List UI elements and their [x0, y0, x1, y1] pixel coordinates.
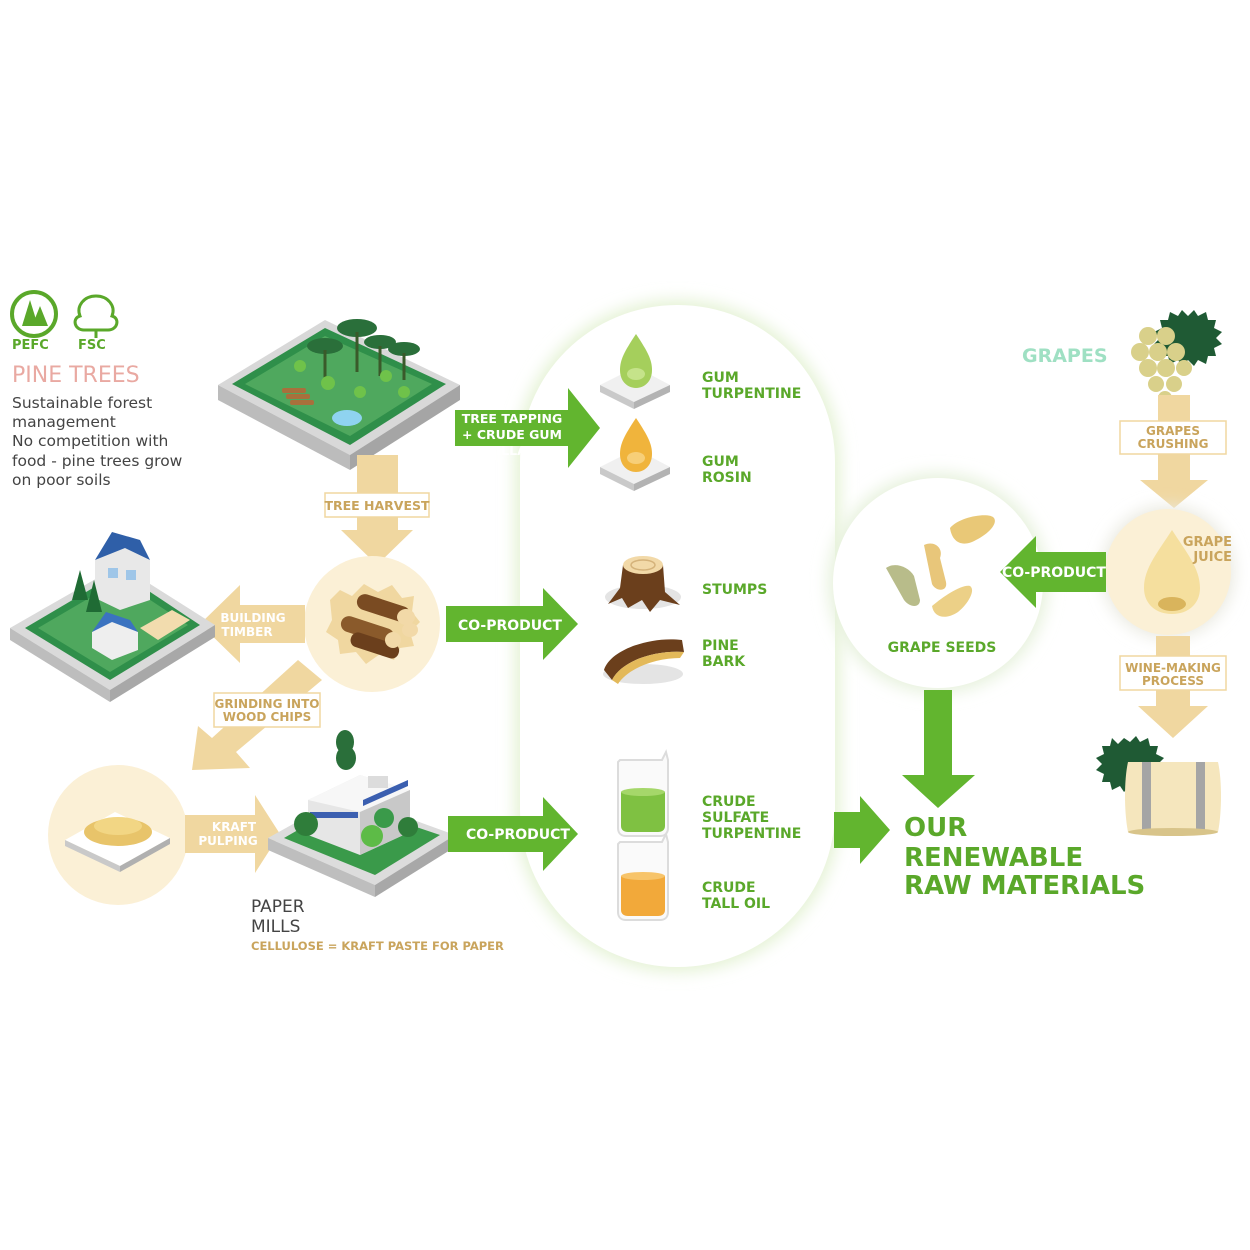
result-2-text: RAW MATERIALS: [904, 871, 1145, 901]
forest-tile-illustration: [218, 319, 460, 470]
pine-desc-line: No competition with: [12, 432, 168, 450]
labels-grinding-1-text: WOOD CHIPS: [223, 710, 312, 724]
tree-harvest-label-box: [324, 492, 430, 518]
labels-paper-mills-0-text: PAPER: [251, 897, 305, 917]
logs-circle: [304, 556, 440, 692]
co-product-arrow-mill: [448, 797, 578, 871]
grapes-crushing-label-box: [1119, 420, 1227, 455]
co-product-label-logs: CO-PRODUCT: [458, 618, 562, 634]
crude-sulfate-turpentine-label: CRUDE SULFATE TURPENTINE: [702, 794, 801, 842]
cellulose-label: CELLULOSE = KRAFT PASTE FOR PAPER: [251, 939, 504, 953]
co-product-label-mill: CO-PRODUCT: [466, 827, 570, 843]
houses-tile-illustration: [10, 532, 215, 702]
grape-co-product-label: CO-PRODUCT: [1002, 565, 1106, 581]
labels-paper-mills-1-text: MILLS: [251, 917, 300, 937]
stumps-label: STUMPS: [702, 582, 767, 598]
result-1-text: RENEWABLE: [904, 843, 1083, 873]
labels-building-timber-0-text: BUILDING: [220, 611, 285, 625]
result-0-text: OUR: [904, 813, 967, 843]
paper-mill-illustration: [268, 730, 455, 897]
fsc-logo: FSC: [73, 294, 119, 353]
products-gum-rosin-1-text: ROSIN: [702, 470, 752, 486]
grapes-winemaking-1-text: PROCESS: [1142, 674, 1204, 688]
products-pine-bark-0-text: PINE: [702, 638, 739, 654]
gum-turpentine-icon: [600, 334, 670, 409]
wood-chips-circle: [48, 765, 188, 905]
pine-desc-line: management: [12, 413, 116, 431]
grape-seeds-label: GRAPE SEEDS: [888, 640, 997, 656]
labels-tree-tapping-0-text: TREE TAPPING: [462, 411, 563, 426]
products-crude-sulfate-turpentine-2-text: TURPENTINE: [702, 826, 801, 842]
grapes-crushing-label: GRAPES CRUSHING: [1138, 424, 1209, 451]
labels-kraft-pulping-1-text: PULPING: [198, 834, 257, 848]
grape-juice-label: GRAPE JUICE: [1183, 535, 1232, 565]
grape-seeds-icon: [886, 515, 995, 617]
logs-icon: [340, 594, 418, 659]
building-timber-arrow: [200, 585, 305, 663]
labels-grinding-0-text: GRINDING INTO: [215, 697, 320, 711]
beaker-green-icon: [617, 749, 669, 837]
grapes-crushing-0-text: GRAPES: [1146, 424, 1200, 438]
grapes-winemaking-0-text: WINE-MAKING: [1125, 661, 1221, 675]
labels-kraft-pulping-0-text: KRAFT: [212, 820, 257, 834]
renewable-raw-materials-heading: OUR RENEWABLE RAW MATERIALS: [904, 813, 1145, 901]
products-crude-tall-oil-1-text: TALL OIL: [702, 896, 770, 912]
products-gum-turpentine-0-text: GUM: [702, 370, 739, 386]
grapes-crushing-1-text: CRUSHING: [1138, 437, 1209, 451]
products-crude-sulfate-turpentine-1-text: SULFATE: [702, 810, 769, 826]
gum-turpentine-label: GUM TURPENTINE: [702, 370, 801, 402]
gum-rosin-label: GUM ROSIN: [702, 454, 752, 486]
tree-tapping-arrow: [455, 388, 600, 468]
products-crude-tall-oil-0-text: CRUDE: [702, 880, 756, 896]
grinding-label: GRINDING INTO WOOD CHIPS: [215, 697, 320, 724]
to-renewable-arrow-down: [902, 690, 975, 808]
labels-tree-tapping-2-text: DISTILLATION: [464, 443, 560, 458]
pine-desc-line: on poor soils: [12, 471, 111, 489]
products-pine-bark-1-text: BARK: [702, 654, 746, 670]
products-capsule: [515, 300, 840, 972]
gum-rosin-icon: [600, 418, 670, 491]
pefc-logo: PEFC: [10, 290, 58, 353]
products-crude-sulfate-turpentine-0-text: CRUDE: [702, 794, 756, 810]
crude-tall-oil-label: CRUDE TALL OIL: [702, 880, 770, 912]
grinding-label-box: [213, 692, 321, 728]
pine-trees-title: PINE TREES: [12, 363, 140, 388]
grapes-icon: [1131, 310, 1222, 405]
co-product-arrow-logs: [446, 588, 578, 660]
tree-tapping-label: TREE TAPPING + CRUDE GUM DISTILLATION: [462, 411, 563, 458]
labels-tree-tapping-1-text: + CRUDE GUM: [462, 427, 562, 442]
barrel-icon: [1096, 736, 1221, 836]
paper-mills-label: PAPER MILLS: [251, 897, 305, 937]
grape-juice-circle: [1102, 506, 1234, 638]
winemaking-label: WINE-MAKING PROCESS: [1125, 661, 1221, 688]
pine-trees-description: Sustainable forest management No competi…: [12, 394, 183, 489]
juice-drop-icon: [1144, 530, 1200, 614]
products-gum-rosin-0-text: GUM: [702, 454, 739, 470]
pine-desc-line: food - pine trees grow: [12, 452, 183, 470]
winemaking-label-box: [1119, 655, 1227, 691]
grapes-juice-1-text: JUICE: [1192, 550, 1232, 565]
pine-desc-line: Sustainable forest: [12, 394, 152, 412]
fsc-logo-text: FSC: [78, 338, 106, 353]
kraft-pulping-arrow: [185, 795, 280, 873]
beaker-orange-icon: [617, 831, 669, 921]
pine-bark-icon: [603, 639, 684, 684]
pefc-logo-text: PEFC: [12, 338, 49, 353]
grapes-title: GRAPES: [1022, 345, 1108, 367]
labels-building-timber-1-text: TIMBER: [221, 625, 272, 639]
grape-co-product-arrow: [1000, 536, 1106, 608]
pine-bark-label: PINE BARK: [702, 638, 746, 670]
products-gum-turpentine-1-text: TURPENTINE: [702, 386, 801, 402]
kraft-pulping-label: KRAFT PULPING: [198, 820, 257, 848]
building-timber-label: BUILDING TIMBER: [220, 611, 285, 639]
grapes-juice-0-text: GRAPE: [1183, 535, 1232, 550]
to-renewable-arrow-right: [834, 796, 890, 864]
tree-harvest-label: TREE HARVEST: [324, 498, 430, 513]
stump-icon: [605, 556, 681, 612]
